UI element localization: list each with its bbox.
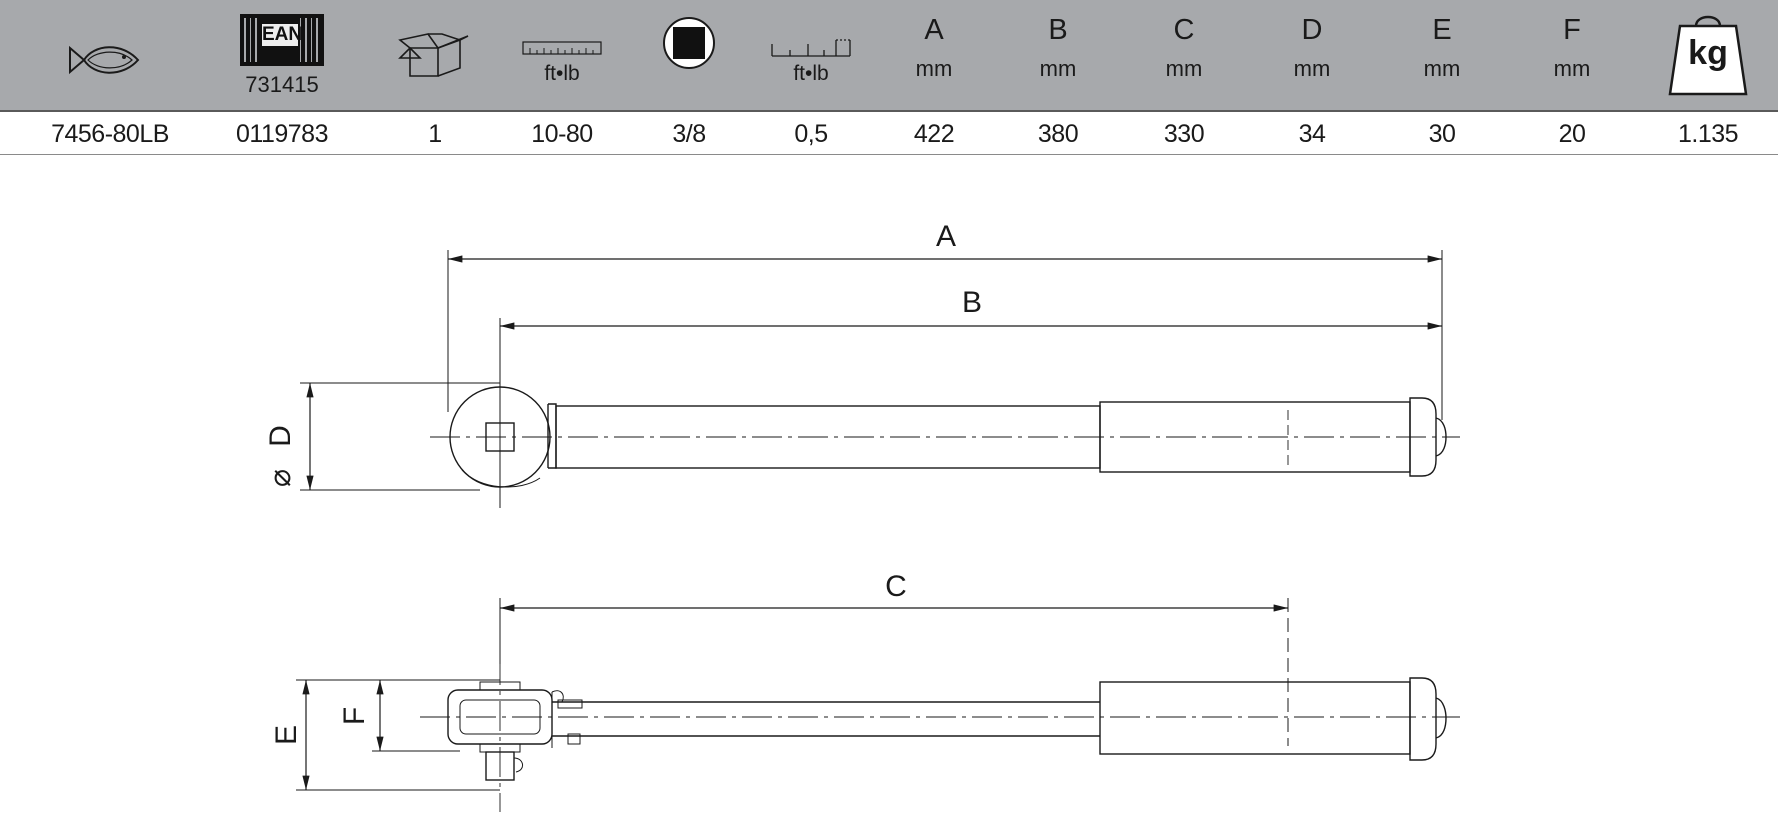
graduation-scale-icon [771,39,851,57]
dim-letter: B [1048,14,1068,46]
technical-drawing: A B D ⌀ [263,220,1460,812]
header-dim-b: B mm [1008,0,1108,110]
dim-label-a: A [936,220,956,253]
header-divider [0,110,1778,112]
dim-letter: C [1173,14,1195,46]
dim-letter: D [1301,14,1323,46]
side-view [296,598,1460,812]
dim-unit: mm [1165,56,1203,81]
dim-f-value: 20 [1558,120,1586,148]
dim-letter: E [1432,14,1452,46]
graduation-unit-label: ft•lb [793,62,829,85]
row-divider [0,154,1778,155]
range-value: 10-80 [531,120,593,148]
graduation-value: 0,5 [794,120,828,148]
square-drive-icon [663,17,715,69]
top-view [300,250,1460,508]
dim-letter: F [1563,14,1581,46]
dim-unit: mm [915,56,953,81]
dim-label-d: D [264,425,297,447]
fish-icon [69,45,140,75]
weight-unit-label: kg [1688,34,1728,72]
dim-a-value: 422 [913,120,955,148]
article-number: 7456-80LB [51,120,169,148]
header-dim-c: C mm [1134,0,1234,110]
box-icon [398,33,469,77]
drive-value: 3/8 [672,120,706,148]
quantity-value: 1 [428,120,442,148]
ean-number: 0119783 [236,120,328,148]
header-dim-e: E mm [1392,0,1492,110]
dim-label-f: F [338,707,371,725]
dim-b-value: 380 [1037,120,1079,148]
dim-unit: mm [1039,56,1077,81]
dim-unit: mm [1293,56,1331,81]
ean-badge: EAN [262,24,303,45]
dim-e-value: 30 [1428,120,1456,148]
torque-unit-label: ft•lb [544,62,580,85]
weight-icon: kg [1666,12,1750,98]
dim-c-value: 330 [1163,120,1205,148]
ean-code-label: 731415 [245,72,319,97]
header-dim-d: D mm [1262,0,1362,110]
torque-scale-icon [522,41,602,55]
dim-label-c: C [885,570,907,603]
dim-label-b: B [962,286,982,319]
dim-unit: mm [1553,56,1591,81]
weight-value: 1.135 [1677,120,1739,148]
dim-letter: A [924,14,944,46]
dim-d-value: 34 [1298,120,1326,148]
header-dim-f: F mm [1522,0,1622,110]
header-dim-a: A mm [884,0,984,110]
diameter-symbol: ⌀ [263,469,298,487]
ean-barcode-icon: EAN [240,14,324,66]
dim-unit: mm [1423,56,1461,81]
header-band: EAN 731415 ft•lb [0,0,1778,110]
dim-label-e: E [270,725,303,745]
